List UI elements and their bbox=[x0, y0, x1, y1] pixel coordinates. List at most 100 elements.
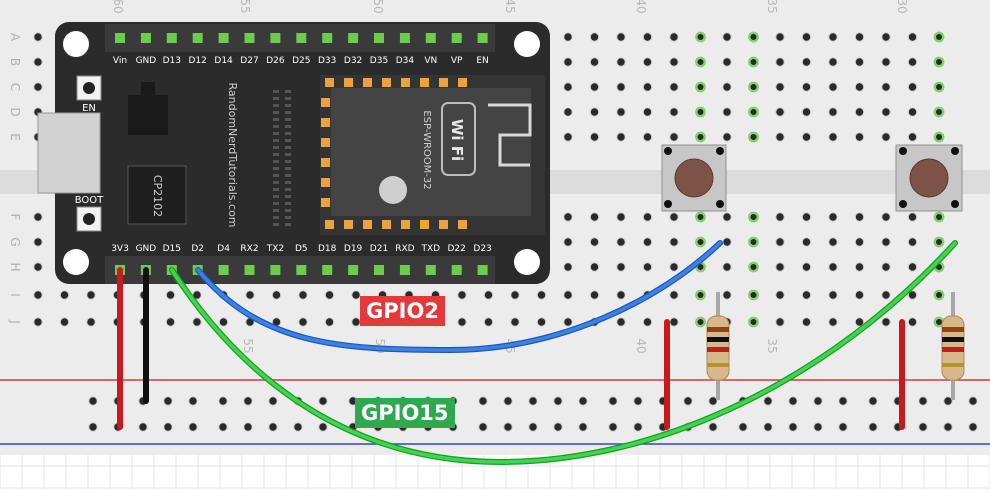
breadboard-hole bbox=[351, 317, 361, 327]
breadboard-hole bbox=[563, 57, 573, 67]
breadboard-hole bbox=[722, 237, 732, 247]
rail-hole bbox=[163, 422, 173, 432]
rail-hole bbox=[838, 396, 848, 406]
breadboard-hole bbox=[881, 262, 891, 272]
rail-hole bbox=[578, 422, 588, 432]
column-number: 40 bbox=[634, 338, 648, 353]
pushbutton-1-corner bbox=[664, 147, 672, 155]
rail-hole bbox=[918, 422, 928, 432]
breadboard-hole bbox=[563, 107, 573, 117]
breadboard-hole bbox=[642, 262, 653, 272]
breadboard-hole bbox=[775, 212, 785, 222]
breadboard-hole bbox=[775, 262, 785, 272]
breadboard-hole bbox=[828, 317, 838, 327]
breadboard-hole bbox=[563, 290, 573, 300]
rail-hole bbox=[478, 396, 488, 406]
breadboard-hole bbox=[669, 57, 679, 67]
bottom-pin-label: 3V3 bbox=[111, 244, 129, 254]
breadboard-hole bbox=[801, 32, 812, 42]
breadboard-hole bbox=[695, 56, 706, 68]
top-pin-label: D32 bbox=[344, 56, 362, 66]
row-letter: G bbox=[8, 237, 22, 246]
breadboard-hole bbox=[881, 107, 891, 117]
rail-hole bbox=[218, 422, 228, 432]
breadboard-hole bbox=[722, 212, 732, 222]
pushbutton-2-corner bbox=[951, 200, 959, 208]
module-pad bbox=[321, 198, 330, 207]
breadboard-hole bbox=[775, 82, 785, 92]
column-number: 55 bbox=[238, 0, 252, 14]
bottom-pin-label: D22 bbox=[448, 244, 466, 254]
top-pin-label: D13 bbox=[163, 56, 181, 66]
header-pin bbox=[270, 33, 281, 43]
breadboard-hole bbox=[907, 317, 918, 327]
green-wire-gpio15 bbox=[170, 241, 957, 464]
breadboard-hole bbox=[33, 32, 43, 42]
rail-hole bbox=[943, 396, 953, 406]
breadboard-hole bbox=[616, 262, 626, 272]
rail-hole bbox=[503, 396, 513, 406]
breadboard-hole bbox=[854, 82, 865, 92]
breadboard-hole bbox=[933, 56, 945, 68]
resistor-2-band bbox=[942, 347, 964, 352]
rail-hole bbox=[738, 422, 748, 432]
breadboard-hole bbox=[483, 317, 494, 327]
header-pin bbox=[348, 265, 359, 275]
module-pad bbox=[321, 98, 330, 107]
breadboard-hole bbox=[722, 82, 732, 92]
cp2102-chip bbox=[127, 165, 187, 225]
resistor-1-band bbox=[707, 347, 729, 352]
top-pin-label: EN bbox=[476, 56, 488, 66]
top-pin-label: D27 bbox=[240, 56, 258, 66]
breadboard-hole bbox=[775, 290, 785, 300]
column-number: 45 bbox=[503, 0, 517, 14]
resistor-2-band bbox=[942, 327, 964, 332]
breadboard-hole bbox=[933, 211, 945, 223]
breadboard-hole bbox=[854, 32, 865, 42]
breadboard-hole bbox=[563, 237, 573, 247]
header-pin bbox=[425, 265, 436, 275]
header-pin bbox=[322, 33, 333, 43]
bottom-pin-label: TXD bbox=[421, 244, 441, 254]
breadboard-hole bbox=[33, 57, 43, 67]
breadboard-hole bbox=[748, 289, 759, 301]
breadboard-hole bbox=[828, 57, 838, 67]
breadboard-hole bbox=[907, 237, 918, 247]
rail-hole bbox=[528, 396, 538, 406]
pushbutton-1[interactable] bbox=[661, 144, 727, 212]
rail-hole bbox=[218, 396, 228, 406]
top-pin-label: Vin bbox=[113, 56, 127, 66]
rail-hole bbox=[163, 396, 173, 406]
breadboard-hole bbox=[801, 317, 812, 327]
breadboard-hole bbox=[669, 237, 679, 247]
module-pad bbox=[382, 220, 391, 229]
bottom-pin-label: D21 bbox=[370, 244, 388, 254]
breadboard-hole bbox=[748, 131, 759, 143]
breadboard-hole bbox=[907, 212, 918, 222]
pushbutton-2-corner bbox=[899, 200, 907, 208]
breadboard-hole bbox=[748, 56, 759, 68]
breadboard-hole bbox=[907, 57, 918, 67]
pushbutton-2[interactable] bbox=[895, 144, 963, 212]
module-pad bbox=[420, 78, 429, 87]
module-pad bbox=[458, 78, 467, 87]
breadboard-hole bbox=[33, 317, 43, 327]
mount-hole-bottom-left bbox=[63, 249, 89, 275]
breadboard-hole bbox=[669, 32, 679, 42]
header-pin bbox=[477, 265, 488, 275]
rail-hole bbox=[318, 396, 328, 406]
pushbutton-1-cap bbox=[674, 158, 714, 198]
breadboard-hole bbox=[722, 262, 732, 272]
breadboard-hole bbox=[589, 82, 600, 92]
resistor-1-band bbox=[707, 363, 729, 367]
module-label: ESP-WROOM-32 bbox=[421, 110, 432, 189]
header-pin bbox=[296, 265, 307, 275]
breadboard-hole bbox=[695, 289, 706, 301]
header-pin bbox=[399, 33, 410, 43]
breadboard-hole bbox=[748, 261, 759, 273]
breadboard-hole bbox=[589, 290, 600, 300]
resistor-1 bbox=[706, 292, 730, 400]
breadboard-hole bbox=[854, 290, 865, 300]
breadboard-hole bbox=[33, 290, 43, 300]
breadboard-hole bbox=[775, 107, 785, 117]
